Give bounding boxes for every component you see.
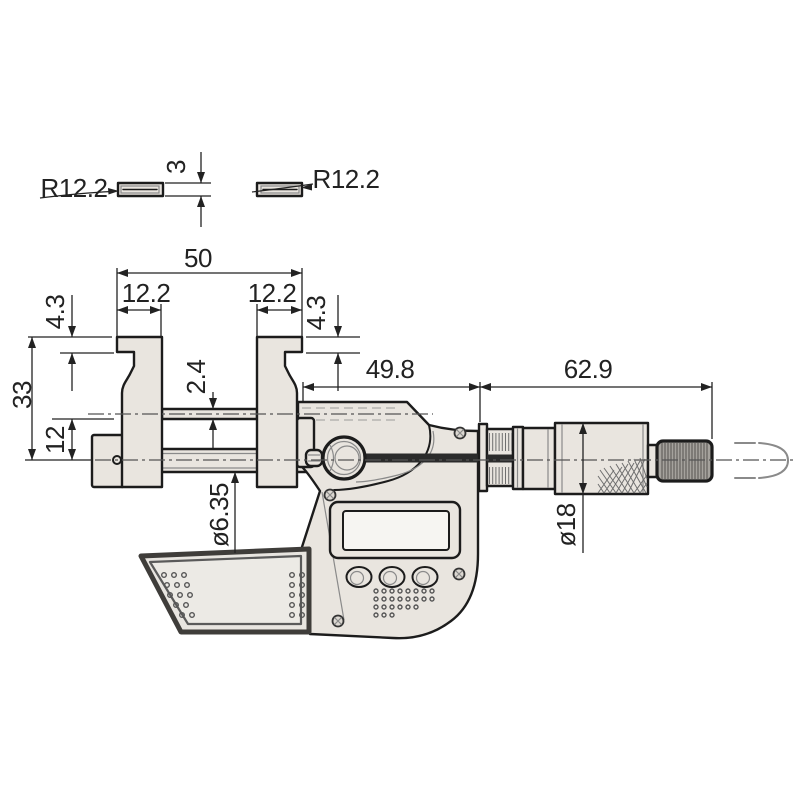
- thimble-bevel: [511, 425, 525, 491]
- dim-pin-dia: 2.4: [181, 360, 211, 395]
- dim-thimble-dia: ø18: [551, 503, 581, 546]
- dim-body-length: 49.8: [366, 354, 415, 384]
- grip-dots-right: [289, 572, 306, 619]
- screw-bottom-left: [331, 614, 345, 628]
- dim-tip-radius-left: R12.2: [41, 173, 108, 203]
- ratchet-knob: [655, 439, 714, 483]
- phantom-extension-rod: [734, 442, 790, 479]
- dim-tip-radius-right: R12.2: [313, 164, 380, 194]
- screw-top-right: [453, 426, 467, 440]
- dim-outer-span: 50: [184, 243, 212, 273]
- sleeve-graduations: [489, 433, 513, 484]
- knurl-crosshatch: [597, 457, 648, 494]
- speaker-holes: [373, 588, 435, 618]
- anvil-block: [90, 433, 126, 489]
- right-jaw: [255, 335, 304, 489]
- screw-left: [323, 488, 337, 502]
- wheel-axle-tab: [304, 448, 324, 468]
- screw-right: [452, 567, 466, 581]
- grip-dots-left: [160, 572, 195, 619]
- dim-tip-width-right: 12.2: [248, 278, 297, 308]
- button-3[interactable]: [411, 566, 439, 588]
- dim-axis-offset: 12: [40, 426, 70, 454]
- dim-barrel-length: 62.9: [564, 354, 613, 384]
- dim-jaw-height: 33: [7, 381, 37, 409]
- frame-sculpt-curve: [333, 424, 432, 491]
- top-view-tip-left: [116, 181, 165, 198]
- graduated-sleeve: [485, 427, 515, 488]
- dim-tip-step-right: 4.3: [301, 296, 331, 331]
- dim-spindle-dia: ø6.35: [204, 483, 234, 547]
- frame-screws: [323, 426, 467, 628]
- lcd-screen: [342, 510, 450, 551]
- grip-plate: [138, 546, 312, 635]
- dim-tip-width-left: 12.2: [122, 278, 171, 308]
- dim-tip-step-left: 4.3: [40, 295, 70, 330]
- left-jaw: [115, 335, 164, 489]
- thimble-barrel: [553, 421, 650, 496]
- spindle-band: [362, 453, 478, 463]
- thimble-front: [521, 426, 557, 491]
- dimension-annotations: R12.2 R12.2 3 50 12.2 12.2: [7, 152, 713, 553]
- buttons: [345, 566, 439, 588]
- button-2[interactable]: [378, 566, 406, 588]
- dim-tip-thickness: 3: [161, 160, 191, 174]
- top-view-tip-right: [255, 181, 304, 198]
- thumb-wheel: [304, 435, 367, 481]
- lcd-display: [328, 500, 462, 560]
- button-1[interactable]: [345, 566, 373, 588]
